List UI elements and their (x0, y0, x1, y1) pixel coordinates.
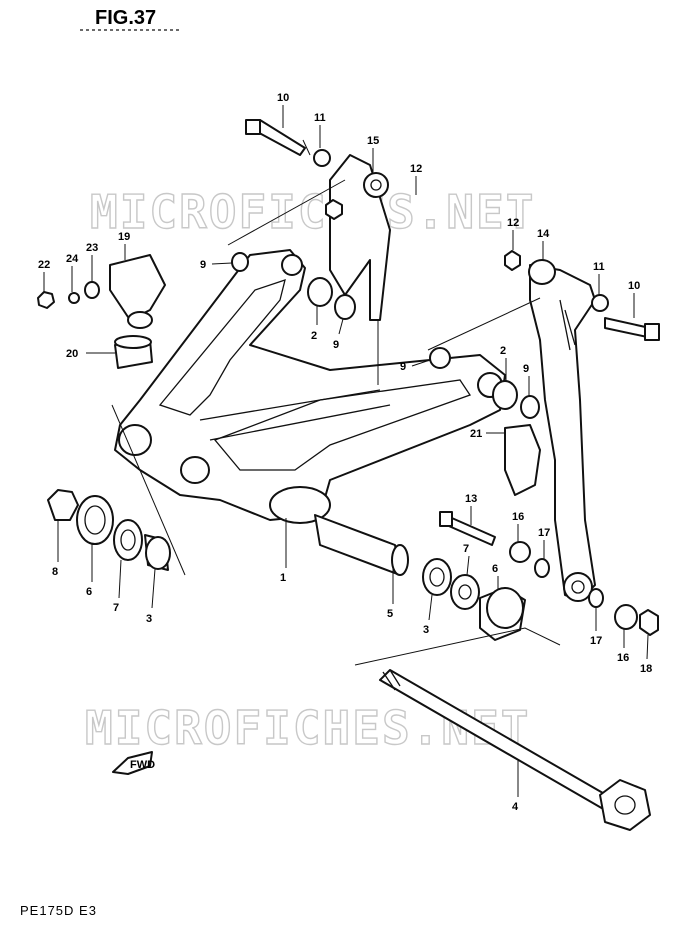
callout-7: 7 (113, 602, 119, 614)
stopper-assembly (37, 254, 166, 369)
callout-5: 5 (387, 608, 393, 620)
callout-9: 9 (523, 363, 529, 375)
callout-9: 9 (333, 339, 339, 351)
left-pivot-hardware (47, 404, 186, 576)
callout-17: 17 (590, 635, 602, 647)
link-bracket-15 (329, 154, 391, 385)
callout-16: 16 (512, 511, 524, 523)
callout-16: 16 (617, 652, 629, 664)
link-plate-14 (528, 259, 596, 602)
callout-15: 15 (367, 135, 379, 147)
leader-lines (43, 105, 649, 797)
long-bolt-4 (379, 669, 651, 831)
front-direction-arrow: FWD (112, 751, 155, 775)
callout-17: 17 (538, 527, 550, 539)
callout-19: 19 (118, 231, 130, 243)
callout-21: 21 (470, 428, 482, 440)
callout-11: 11 (593, 261, 605, 273)
callout-2: 2 (500, 345, 506, 357)
model-code: PE175D E3 (20, 903, 97, 918)
watermark-top: MICROFICHES.NET (90, 185, 535, 239)
callout-3: 3 (423, 624, 429, 636)
callout-labels: 10 11 15 12 12 14 11 10 19 22 24 23 9 2 … (38, 92, 652, 813)
callout-8: 8 (52, 566, 58, 578)
callout-2: 2 (311, 330, 317, 342)
callout-20: 20 (66, 348, 78, 360)
callout-9: 9 (200, 259, 206, 271)
callout-12: 12 (410, 163, 422, 175)
callout-24: 24 (66, 253, 79, 265)
callout-6: 6 (86, 586, 92, 598)
sleeve-21 (504, 424, 541, 496)
callout-12: 12 (507, 217, 519, 229)
svg-text:FWD: FWD (130, 759, 155, 771)
callout-6: 6 (492, 563, 498, 575)
callout-22: 22 (38, 259, 50, 271)
callout-9: 9 (400, 361, 406, 373)
callout-10: 10 (628, 280, 640, 292)
callout-14: 14 (537, 228, 550, 240)
right-pivot-hardware (354, 558, 561, 666)
callout-10: 10 (277, 92, 289, 104)
callout-3: 3 (146, 613, 152, 625)
callout-11: 11 (314, 112, 326, 124)
callout-4: 4 (512, 801, 519, 813)
callout-7: 7 (463, 543, 469, 555)
callout-1: 1 (280, 572, 286, 584)
callout-13: 13 (465, 493, 477, 505)
callout-18: 18 (640, 663, 652, 675)
callout-23: 23 (86, 242, 98, 254)
figure-title: FIG.37 (95, 7, 156, 29)
spindle-5 (314, 514, 401, 576)
